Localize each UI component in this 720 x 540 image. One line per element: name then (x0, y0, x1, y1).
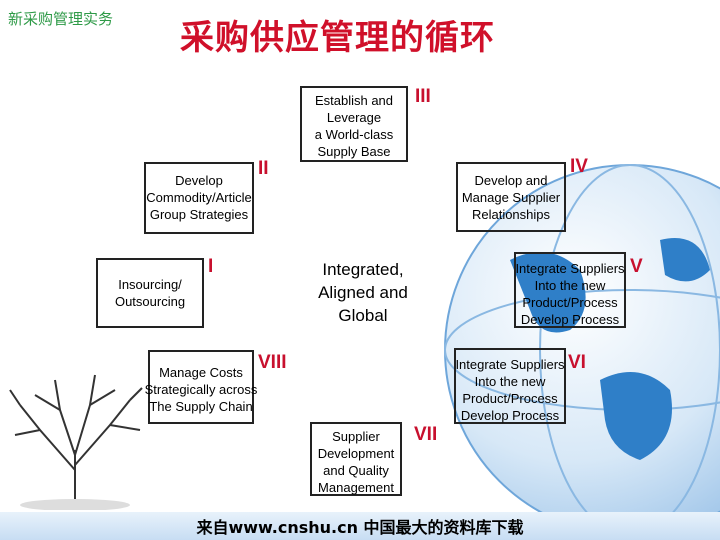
stage-1-number: I (208, 256, 214, 277)
stage-3-label: Establish and Leverage a World-class Sup… (314, 93, 394, 159)
stage-8-label: Manage Costs Strategically across The Su… (144, 365, 258, 414)
stage-2-box (144, 162, 254, 234)
stage-6-number: VI (568, 352, 586, 373)
stage-4-label: Develop and Manage Supplier Relationship… (461, 173, 561, 222)
bottom-bar (0, 512, 720, 540)
center-text: Integrated, Aligned and Global (318, 260, 408, 325)
stage-6-label: Integrate Suppliers Into the new Product… (455, 357, 565, 423)
stage-7-number: VII (414, 424, 438, 445)
stage-3-number: III (415, 86, 431, 107)
stage-7-label: Supplier Development and Quality Managem… (317, 429, 395, 495)
stage-5-number: V (630, 256, 643, 277)
stage-6-box (454, 348, 566, 424)
stage-2-label: Develop Commodity/Article Group Strategi… (146, 173, 252, 222)
stage-1-box (96, 258, 204, 328)
stage-4-number: IV (570, 156, 588, 177)
stage-8-box (148, 350, 254, 424)
stage-8-number: VIII (258, 352, 287, 373)
header-small-title: 新采购管理实务 (8, 10, 114, 28)
stage-4-box (456, 162, 566, 232)
footer-text: 来自www.cnshu.cn 中国最大的资料库下载 (196, 518, 524, 537)
stage-1-label: Insourcing/ Outsourcing (114, 277, 186, 309)
stage-3-box (300, 86, 408, 162)
stage-5-box (514, 252, 626, 328)
stage-2-number: II (258, 158, 269, 179)
stage-5-label: Integrate Suppliers Into the new Product… (515, 261, 625, 327)
tree-illustration (9, 374, 143, 510)
globe-illustration (444, 164, 720, 520)
stage-7-box (310, 422, 402, 496)
page-title: 采购供应管理的循环 (180, 18, 495, 58)
